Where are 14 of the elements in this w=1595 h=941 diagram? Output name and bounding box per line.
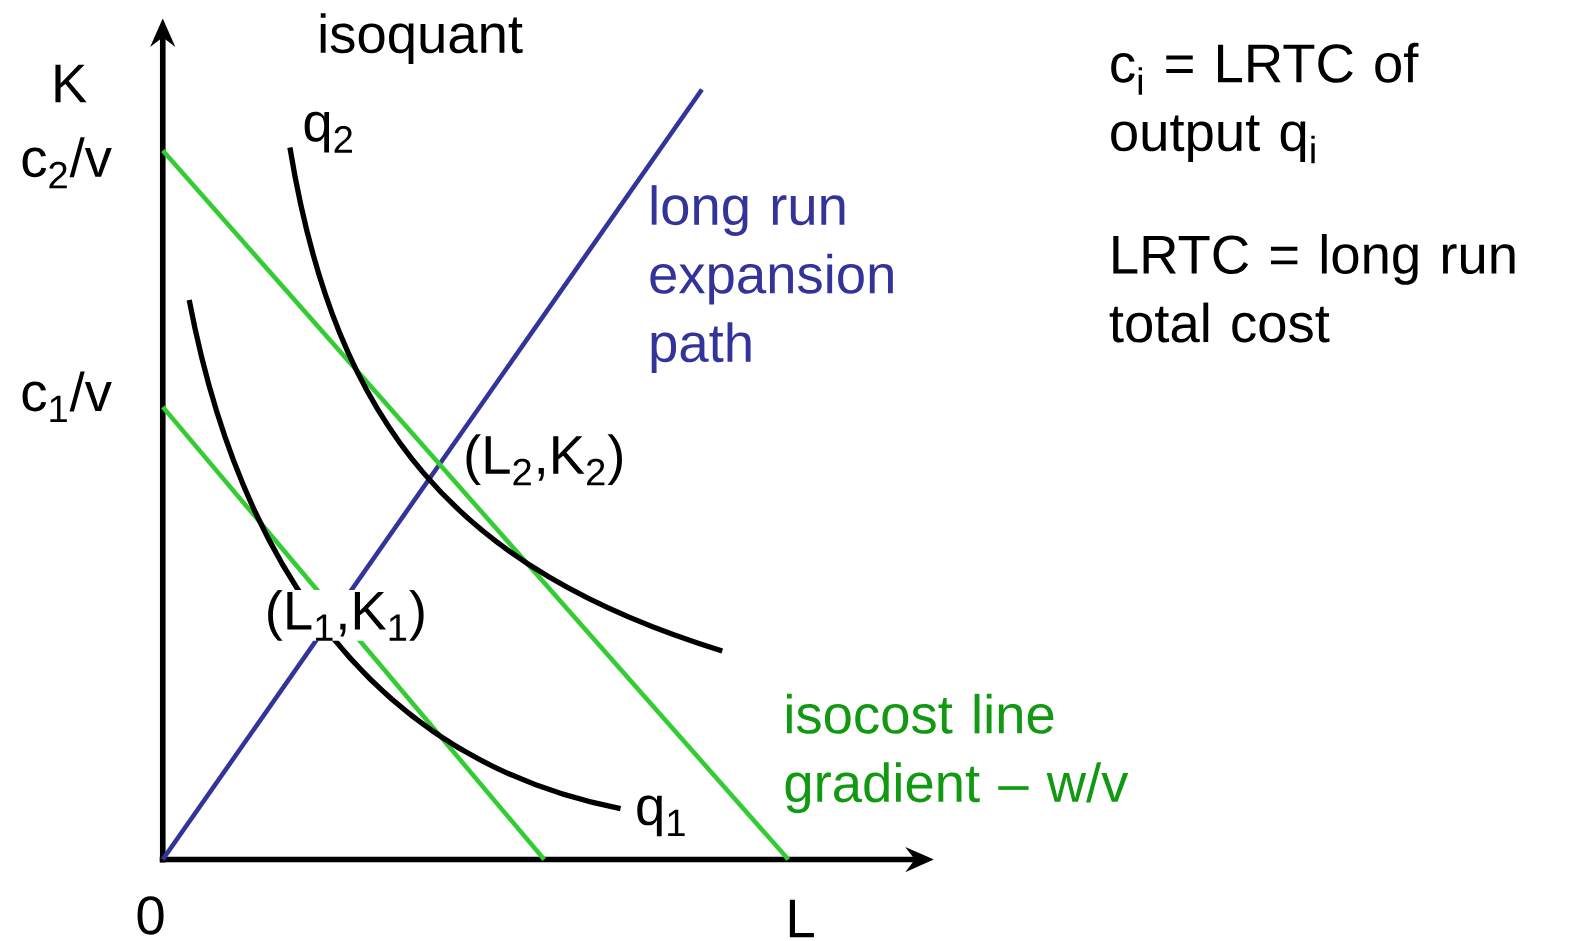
tick-label: c$_{1}$/v — [22, 371, 112, 423]
curve-label: long run expansion path — [650, 185, 893, 374]
point-label: (L$_{1}$,K$_{1}$) — [264, 590, 427, 641]
curve-label: q$_{1}$ — [637, 795, 685, 837]
note-text: c$_{i}$ = LRTC of output q$_{i}$ — [1111, 42, 1419, 164]
curve-label: q$_{2}$ — [304, 111, 352, 153]
axis-label: 0 — [137, 896, 164, 935]
note-text: LRTC = long run total cost — [1109, 234, 1515, 343]
curve-label: isocost line gradient – w/v — [785, 693, 1129, 814]
curve-label: isoquant — [320, 13, 523, 65]
tick-label: c$_{2}$/v — [22, 137, 112, 189]
axis-label: L — [789, 899, 814, 938]
axis-label: K — [55, 64, 87, 103]
point-label: (L$_{2}$,K$_{2}$) — [463, 434, 626, 486]
